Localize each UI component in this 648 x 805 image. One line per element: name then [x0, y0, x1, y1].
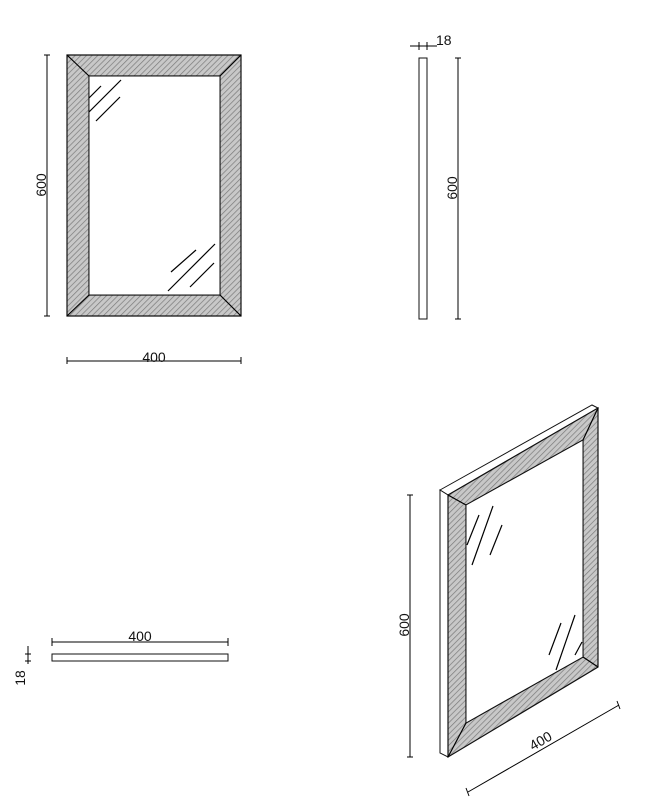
- glass-pane: [88, 75, 221, 296]
- top-thickness-dimension: [25, 646, 31, 664]
- side-height-dimension: [455, 57, 461, 320]
- iso-width-label: 400: [526, 728, 554, 754]
- iso-glass-reflection-lines: [466, 505, 583, 671]
- miter-lines: [66, 54, 242, 317]
- front-view: 600 400: [33, 54, 242, 365]
- side-height-label: 600: [444, 176, 460, 200]
- top-width-dimension: [51, 638, 229, 646]
- iso-height-label: 600: [396, 613, 412, 637]
- side-view: 18 600: [410, 32, 461, 320]
- side-thickness-label: 18: [436, 32, 452, 48]
- width-dimension: [66, 357, 242, 364]
- top-profile: [51, 653, 229, 662]
- side-profile: [418, 57, 428, 320]
- thickness-dimension: [410, 42, 437, 50]
- front-width-label: 400: [142, 349, 166, 365]
- isometric-view: 600 400: [396, 404, 621, 797]
- top-thickness-label: 18: [12, 670, 28, 686]
- glass-reflection-lines: [88, 79, 216, 292]
- top-view: 400 18: [12, 628, 229, 686]
- height-dimension: [44, 54, 50, 317]
- left-edge: [439, 489, 449, 758]
- iso-miter-lines: [447, 407, 599, 758]
- top-width-label: 400: [128, 628, 152, 644]
- front-height-label: 600: [33, 173, 49, 197]
- iso-width-dimension: [465, 700, 621, 797]
- iso-height-dimension: [407, 494, 413, 758]
